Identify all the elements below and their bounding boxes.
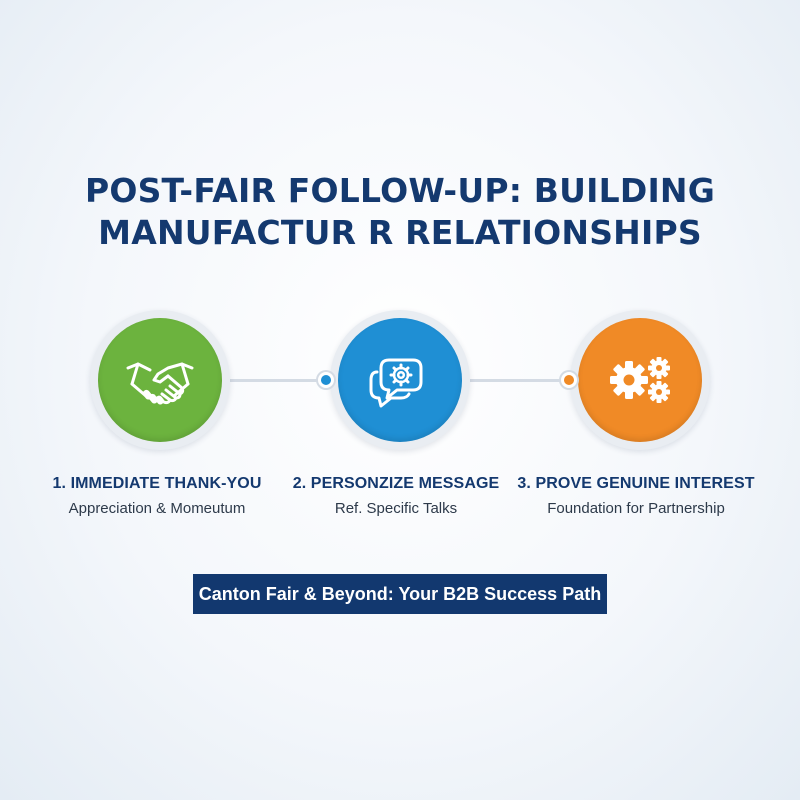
page-title: POST-FAIR FOLLOW-UP: BUILDING MANUFACTUR… xyxy=(0,170,800,254)
connector-dot-blue xyxy=(318,372,334,388)
step-2-subtitle: Ref. Specific Talks xyxy=(334,500,458,517)
step-1-subtitle: Appreciation & Momeutum xyxy=(68,500,246,517)
step-2-label: 2. PERSONZIZE MESSAGE Ref. Specific Talk… xyxy=(266,474,526,519)
chat-bubbles-gear-icon xyxy=(367,352,433,408)
gears-icon xyxy=(605,352,675,408)
handshake-icon xyxy=(124,354,196,406)
step-3-title: 3. PROVE GENUINE INTEREST xyxy=(517,475,755,492)
step-2-title: 2. PERSONZIZE MESSAGE xyxy=(292,475,500,492)
step-2-circle xyxy=(330,310,470,450)
step-3-circle xyxy=(570,310,710,450)
step-1-title: 1. IMMEDIATE THANK-YOU xyxy=(52,475,262,492)
title-line-1: POST-FAIR FOLLOW-UP: BUILDING xyxy=(84,171,716,210)
step-3-label: 3. PROVE GENUINE INTEREST Foundation for… xyxy=(506,474,766,519)
footer-banner: Canton Fair & Beyond: Your B2B Success P… xyxy=(193,574,607,614)
connector-line-1 xyxy=(230,379,340,382)
title-line-2: MANUFACTUR R RELATIONSHIPS xyxy=(98,213,702,252)
step-3-subtitle: Foundation for Partnership xyxy=(547,500,725,517)
step-1-label: 1. IMMEDIATE THANK-YOU Appreciation & Mo… xyxy=(27,474,287,519)
connector-line-2 xyxy=(470,379,580,382)
connector-dot-orange xyxy=(561,372,577,388)
step-1-circle xyxy=(90,310,230,450)
